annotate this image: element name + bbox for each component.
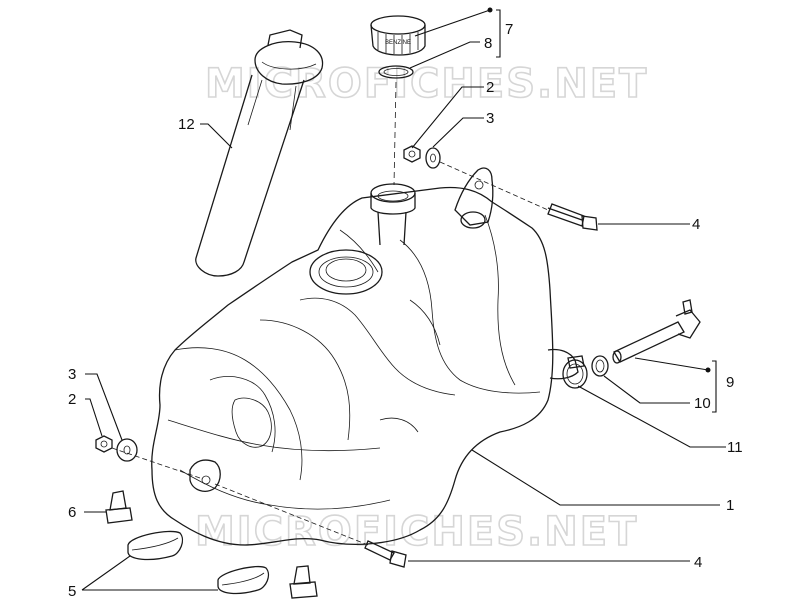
label-12: 12 (178, 116, 195, 133)
bolt-bottom (364, 540, 407, 568)
watermark-top: MICROFICHES.NET (205, 61, 648, 107)
vent-o-ring (591, 355, 609, 377)
label-2-top: 2 (486, 79, 494, 96)
label-3-top: 3 (486, 110, 494, 127)
rubber-bumper-left (105, 490, 133, 524)
bolt-top (547, 203, 598, 231)
washer-left (116, 438, 138, 462)
label-11: 11 (727, 439, 743, 456)
cap-embossed-text: BENZINE (385, 40, 411, 46)
label-5: 5 (68, 583, 76, 600)
label-3-left: 3 (68, 366, 76, 383)
rubber-pad-right (217, 565, 270, 595)
label-10: 10 (694, 395, 711, 412)
washer-top (425, 147, 441, 169)
hose-clamp (562, 355, 588, 389)
filler-neck (370, 183, 416, 246)
rubber-bumper-right (289, 565, 318, 599)
fuel-tank (151, 167, 579, 546)
fuel-level-sender (195, 29, 324, 277)
label-2-left: 2 (68, 391, 76, 408)
nut-left (95, 435, 113, 453)
label-4-top: 4 (692, 216, 700, 233)
label-1: 1 (726, 497, 734, 514)
leader-lines (81, 7, 726, 591)
label-7: 7 (505, 21, 513, 38)
vent-pipe (612, 299, 701, 364)
filler-opening (309, 249, 383, 295)
cap-seal-ring (378, 65, 414, 79)
label-9: 9 (726, 374, 734, 391)
label-6: 6 (68, 504, 76, 521)
rubber-pad-left (127, 530, 184, 561)
fuel-cap: BENZINE (370, 15, 426, 56)
label-8: 8 (484, 35, 492, 52)
cap-alignment-line (393, 81, 397, 186)
nut-top (403, 145, 421, 163)
label-4-bottom: 4 (694, 554, 702, 571)
